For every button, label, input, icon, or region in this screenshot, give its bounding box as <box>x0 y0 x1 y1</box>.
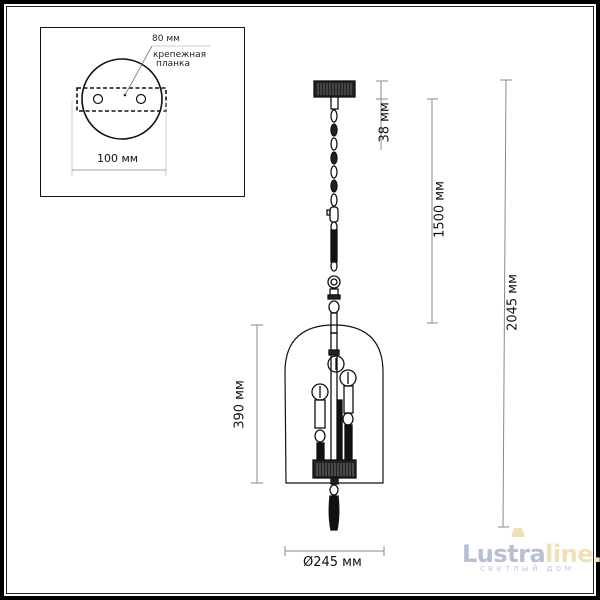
mounting-bar-note-line1: крепежная <box>153 50 207 60</box>
inner-frame <box>6 6 594 594</box>
dimension-lines <box>251 79 512 556</box>
mounting-bar-note-line2: планка <box>156 59 190 69</box>
logo-tagline: светлый дом <box>479 564 575 574</box>
chain-length-label: 1500 мм <box>432 181 448 238</box>
lamp-logo-icon <box>511 528 525 537</box>
mounting-bar-length-label: 80 мм <box>152 34 180 44</box>
logo-wordmark: Lustraline.ru <box>462 540 600 568</box>
canopy-height-label: 38 мм <box>377 102 393 143</box>
mounting-detail-inset <box>40 27 245 197</box>
shade-diameter-label: Ø245 мм <box>303 555 362 570</box>
lustraline-logo: Lustraline.ru светлый дом <box>462 528 600 574</box>
total-height-label: 2045 мм <box>505 274 521 331</box>
pendant-lamp-drawing <box>284 80 384 531</box>
mounting-plate-drawing <box>71 45 211 176</box>
shade-height-label: 390 мм <box>232 380 248 429</box>
canopy-diameter-label: 100 мм <box>97 152 139 165</box>
